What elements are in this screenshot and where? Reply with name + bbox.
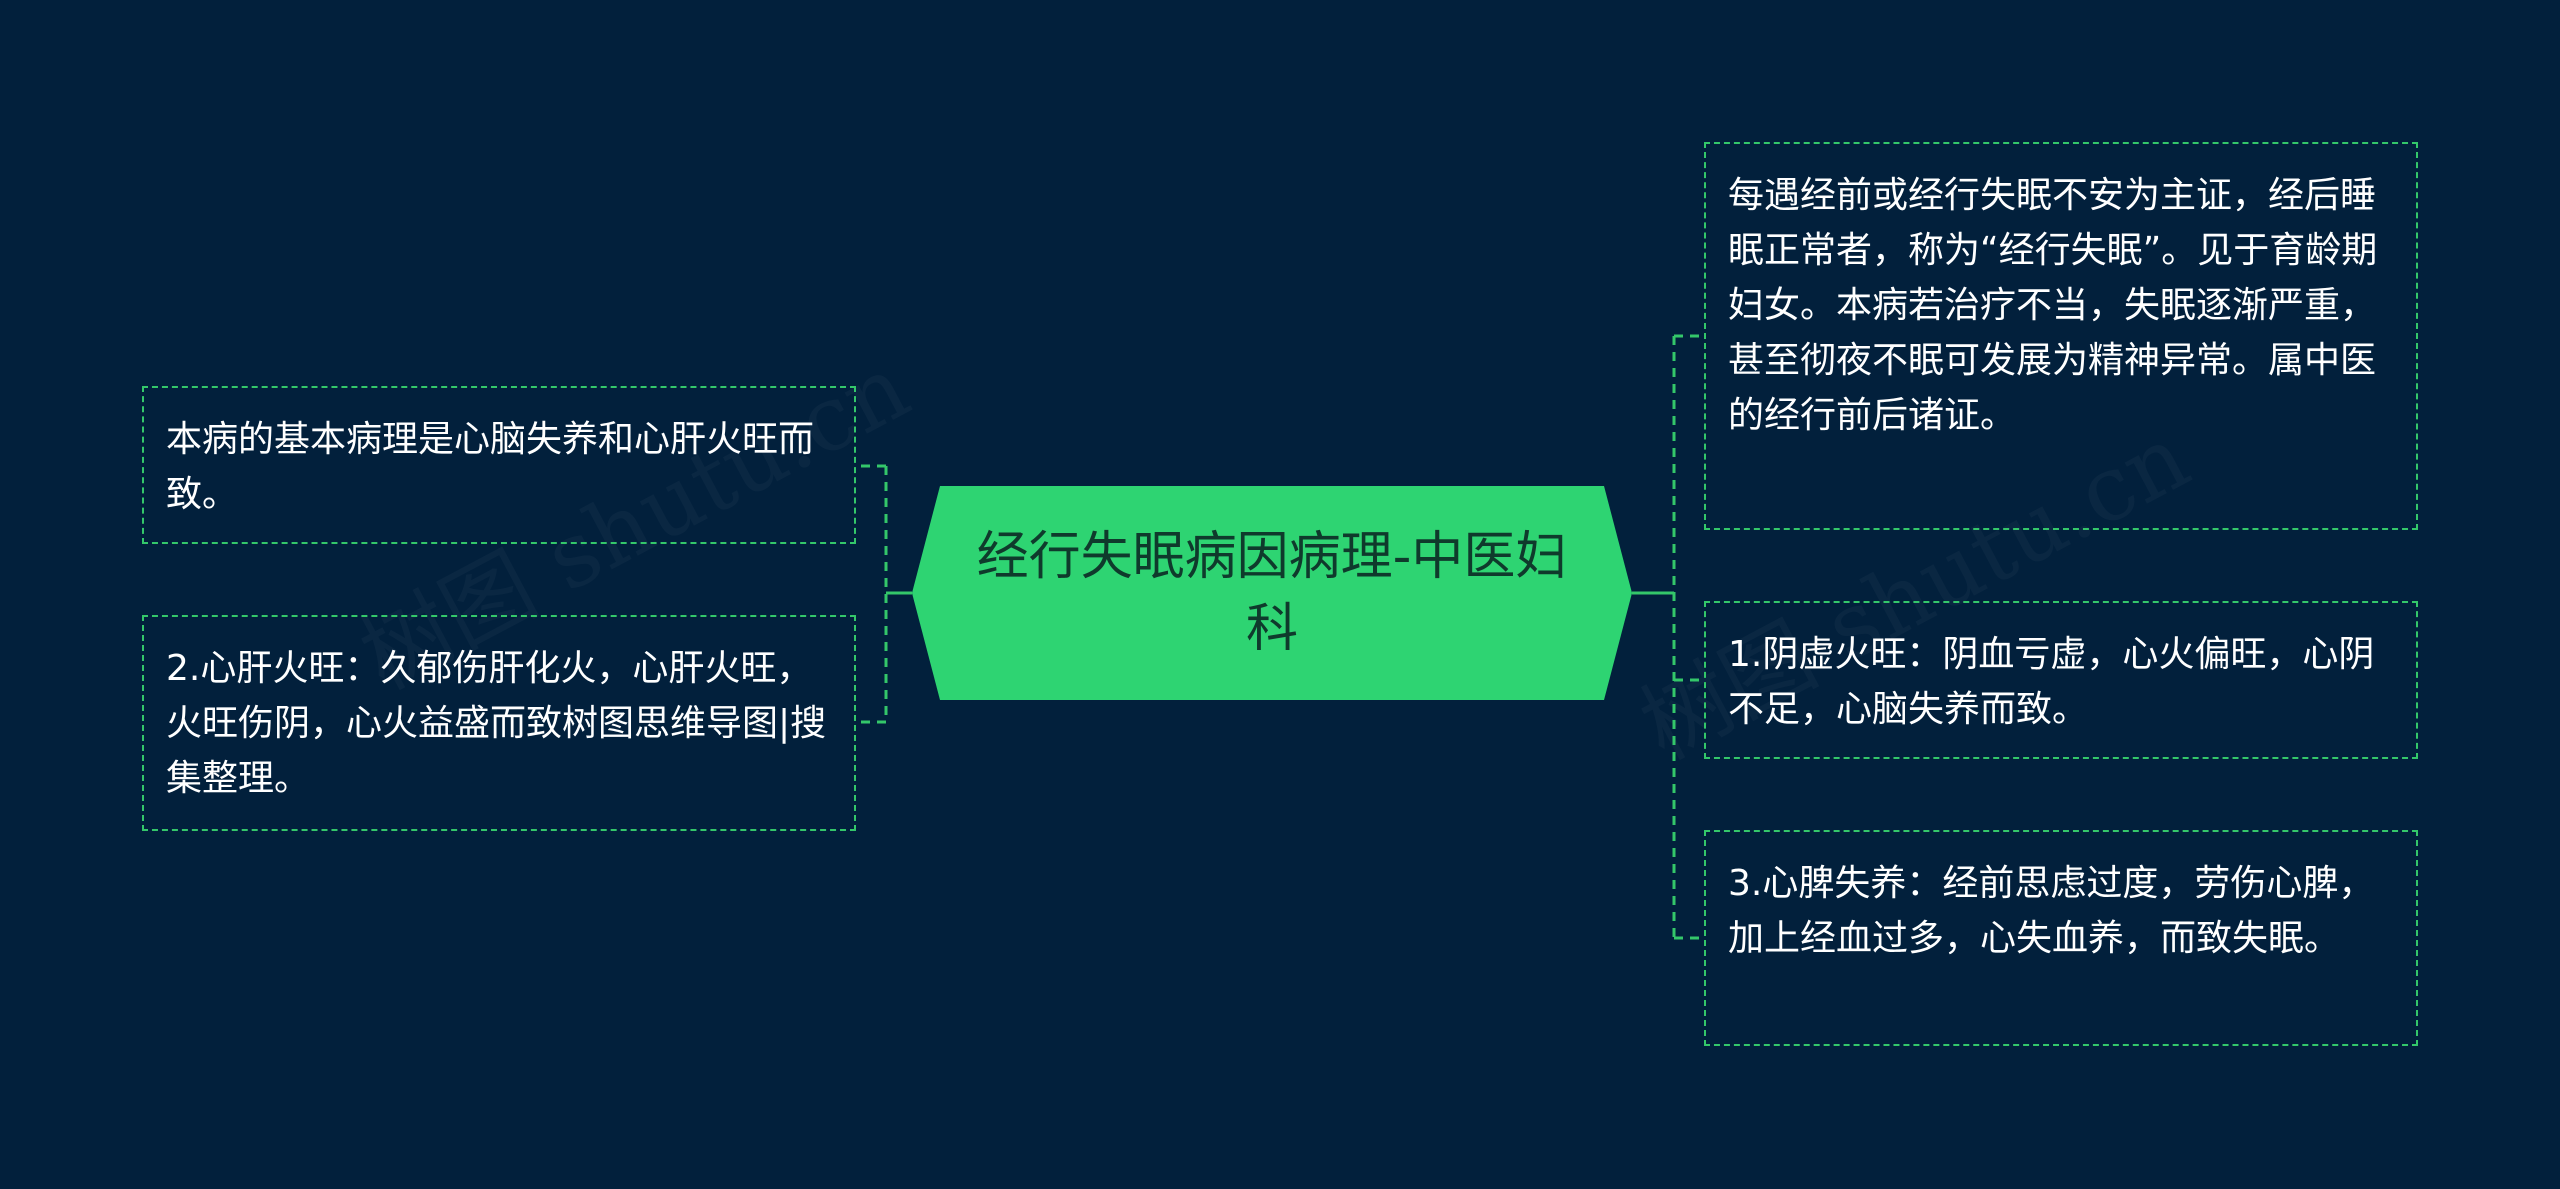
root-topic-title: 经行失眠病因病理-中医妇科 xyxy=(976,527,1568,659)
topic-right-heart-spleen[interactable]: 3.心脾失养：经前思虑过度，劳伤心脾，加上经血过多，心失血养，而致失眠。 xyxy=(1704,830,2418,1046)
root-topic[interactable]: 经行失眠病因病理-中医妇科 xyxy=(912,486,1632,700)
root-topic-shape xyxy=(912,486,1632,700)
topic-right-yin-deficiency[interactable]: 1.阴虚火旺：阴血亏虚，心火偏旺，心阴不足，心脑失养而致。 xyxy=(1704,601,2418,759)
topic-right-definition[interactable]: 每遇经前或经行失眠不安为主证，经后睡眠正常者，称为“经行失眠”。见于育龄期妇女。… xyxy=(1704,142,2418,530)
topic-left-pathology[interactable]: 本病的基本病理是心脑失养和心肝火旺而致。 xyxy=(142,386,856,544)
topic-left-liver-fire[interactable]: 2.心肝火旺：久郁伤肝化火，心肝火旺，火旺伤阴，心火益盛而致树图思维导图|搜集整… xyxy=(142,615,856,831)
